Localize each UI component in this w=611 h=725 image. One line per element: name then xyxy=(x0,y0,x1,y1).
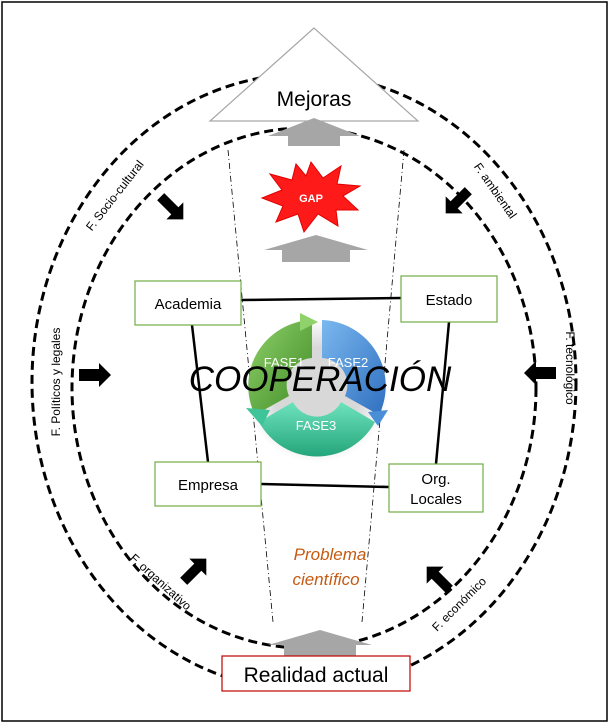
line-academia-estado xyxy=(240,296,402,302)
realidad-actual-label: Realidad actual xyxy=(244,664,389,687)
empresa-label: Empresa xyxy=(178,477,239,494)
estado-box xyxy=(400,275,498,323)
phase3-arrowhead xyxy=(246,408,270,426)
mejoras-label: Mejoras xyxy=(277,88,352,111)
estado-label: Estado xyxy=(426,292,473,309)
phase1-arrowhead xyxy=(300,313,318,331)
phase2-segment xyxy=(322,320,386,415)
phase3-segment xyxy=(259,402,375,457)
phase2-arrowhead xyxy=(368,410,388,426)
phase1-label: FASE1 xyxy=(264,355,304,370)
line-academia-empresa xyxy=(190,324,210,463)
problema-label-line2: científico xyxy=(292,570,359,589)
line-empresa-org xyxy=(260,482,390,489)
org-label-line2: Locales xyxy=(410,491,462,508)
arrow-socio-cultural-icon xyxy=(157,193,184,220)
arrow-politicos-icon xyxy=(79,363,111,387)
factor-socio-cultural: F. Socio-cultural xyxy=(83,158,147,234)
line-estado-org xyxy=(434,321,451,465)
phase1-segment xyxy=(248,320,312,415)
empresa-box xyxy=(154,461,262,507)
phase2-label: FASE2 xyxy=(328,355,368,370)
factor-ambiental: F. ambiental xyxy=(471,160,520,221)
org-locales-box xyxy=(388,463,484,513)
arrow-ambiental-icon xyxy=(445,187,472,214)
phase3-label: FASE3 xyxy=(296,418,336,433)
cooperacion-label: COOPERACIÓN xyxy=(189,360,452,399)
factor-organizativo: F. organizativo xyxy=(127,551,194,613)
arrow-organizativo-icon xyxy=(180,558,207,585)
top-gray-arrow xyxy=(268,118,360,146)
bottom-gray-arrow xyxy=(268,630,372,656)
factor-tecnologico: F. tecnológico xyxy=(563,331,577,405)
arrow-tecnologico-icon xyxy=(524,361,556,385)
realidad-actual-box xyxy=(221,655,411,692)
gap-burst-icon xyxy=(260,160,362,234)
middle-gray-arrow xyxy=(264,235,368,262)
problema-label-line1: Problema xyxy=(294,545,367,564)
arrow-economico-icon xyxy=(426,566,453,593)
academia-label: Academia xyxy=(155,296,222,313)
factor-politicos-legales: F. Políticos y legales xyxy=(49,328,63,437)
org-label-line1: Org. xyxy=(421,471,450,488)
academia-box xyxy=(134,280,242,326)
gap-label: GAP xyxy=(299,193,323,205)
